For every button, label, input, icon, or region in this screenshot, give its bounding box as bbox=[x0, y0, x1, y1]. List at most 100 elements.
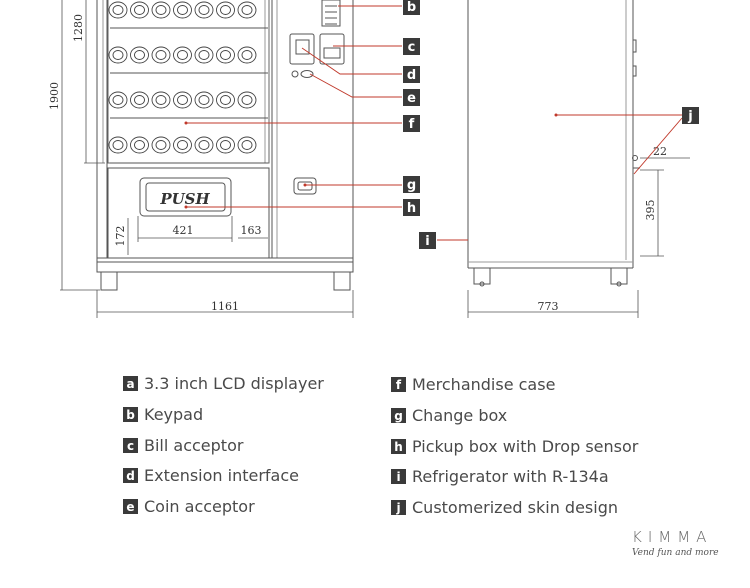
spiral-coil bbox=[151, 91, 171, 109]
callout-j: j bbox=[682, 107, 699, 124]
legend-item-g: g Change box bbox=[391, 406, 507, 425]
legend-badge: g bbox=[391, 408, 406, 423]
svg-text:i: i bbox=[425, 234, 429, 249]
spiral-coil bbox=[130, 136, 149, 154]
legend-badge: d bbox=[123, 468, 138, 483]
dim-width-1161: 1161 bbox=[211, 300, 239, 313]
legend-item-c: c Bill acceptor bbox=[123, 436, 243, 455]
svg-text:f: f bbox=[409, 117, 415, 132]
spiral-coil-inner bbox=[198, 95, 210, 105]
spiral-coil bbox=[237, 1, 257, 19]
spiral-coil bbox=[173, 46, 192, 64]
spiral-coil-inner bbox=[112, 5, 124, 15]
spiral-coil bbox=[216, 1, 235, 19]
svg-text:c: c bbox=[408, 40, 416, 55]
spiral-coil-inner bbox=[241, 5, 253, 15]
legend-badge: i bbox=[391, 469, 406, 484]
change-box-icon bbox=[293, 177, 317, 195]
legend-item-a: a 3.3 inch LCD displayer bbox=[123, 374, 324, 393]
spiral-coil-inner bbox=[177, 95, 188, 105]
callout-h: h bbox=[403, 199, 420, 216]
vending-machine-drawing: PUSH 1900 1280 1161 421 163 172 bbox=[48, 0, 699, 318]
legend-item-f: f Merchandise case bbox=[391, 375, 555, 394]
spiral-coil bbox=[194, 136, 214, 154]
legend-label: Keypad bbox=[144, 405, 204, 424]
spiral-coil bbox=[151, 1, 171, 19]
spiral-coil-inner bbox=[155, 50, 167, 60]
callout-g: g bbox=[403, 176, 420, 193]
spiral-coil-inner bbox=[198, 140, 210, 150]
spiral-coil-inner bbox=[134, 95, 145, 105]
dim-height-1280: 1280 bbox=[72, 14, 85, 42]
brand-tagline: Vend fun and more bbox=[632, 548, 719, 558]
legend-badge: a bbox=[123, 376, 138, 391]
spiral-coil-inner bbox=[155, 140, 167, 150]
keypad-icon bbox=[321, 0, 341, 27]
spiral-coil bbox=[194, 1, 214, 19]
spiral-coil bbox=[216, 136, 235, 154]
dim-pickup-421: 421 bbox=[173, 224, 194, 237]
callout-b: b bbox=[403, 0, 420, 15]
spiral-coil bbox=[237, 136, 257, 154]
spiral-coil-inner bbox=[220, 5, 231, 15]
front-dimensions bbox=[60, 0, 354, 318]
callout-c: c bbox=[403, 38, 420, 55]
legend-badge: b bbox=[123, 407, 138, 422]
brand-name: KIMMA bbox=[632, 528, 713, 546]
legend-badge: c bbox=[123, 438, 138, 453]
legend-item-i: i Refrigerator with R-134a bbox=[391, 467, 609, 486]
spiral-coil-inner bbox=[241, 50, 253, 60]
legend-badge: e bbox=[123, 499, 138, 514]
legend-item-d: d Extension interface bbox=[123, 466, 299, 485]
spiral-coil bbox=[237, 46, 257, 64]
spiral-coil-inner bbox=[112, 140, 124, 150]
spiral-coil bbox=[173, 136, 192, 154]
legend-item-b: b Keypad bbox=[123, 405, 203, 424]
legend-label: Merchandise case bbox=[412, 375, 556, 394]
spiral-coil-inner bbox=[220, 50, 231, 60]
spiral-coil bbox=[237, 91, 257, 109]
spiral-coil bbox=[173, 91, 192, 109]
spiral-coil bbox=[108, 136, 128, 154]
spiral-coil-inner bbox=[112, 95, 124, 105]
spiral-coil-inner bbox=[134, 5, 145, 15]
spiral-coil-inner bbox=[198, 50, 210, 60]
spiral-coil bbox=[173, 1, 192, 19]
legend-label: Extension interface bbox=[144, 466, 299, 485]
legend-label: 3.3 inch LCD displayer bbox=[144, 374, 324, 393]
control-panel bbox=[139, 0, 345, 217]
brand-logo: KIMMA Vend fun and more bbox=[632, 528, 732, 558]
spiral-coil bbox=[151, 46, 171, 64]
callout-e: e bbox=[403, 89, 420, 106]
legend-label: Pickup box with Drop sensor bbox=[412, 437, 639, 456]
spiral-coil-inner bbox=[155, 95, 167, 105]
spiral-coil-inner bbox=[134, 50, 145, 60]
legend-label: Change box bbox=[412, 406, 508, 425]
push-flap bbox=[139, 177, 232, 217]
spiral-coil-inner bbox=[198, 5, 210, 15]
spiral-coil-inner bbox=[220, 140, 231, 150]
callout-f: f bbox=[403, 115, 420, 132]
spiral-coil-inner bbox=[241, 95, 253, 105]
side-view bbox=[467, 0, 640, 287]
legend-label: Customerized skin design bbox=[412, 498, 618, 517]
callout-d: d bbox=[403, 66, 420, 83]
spiral-coil-inner bbox=[220, 95, 231, 105]
svg-text:e: e bbox=[407, 91, 416, 106]
spiral-coil bbox=[108, 1, 128, 19]
spiral-coil bbox=[216, 91, 235, 109]
svg-text:h: h bbox=[407, 201, 416, 216]
dim-height-1900: 1900 bbox=[48, 82, 61, 110]
spiral-coil-inner bbox=[155, 5, 167, 15]
spiral-coil-inner bbox=[177, 50, 188, 60]
spiral-coil-inner bbox=[177, 5, 188, 15]
legend-badge: h bbox=[391, 439, 406, 454]
legend-label: Refrigerator with R-134a bbox=[412, 467, 609, 486]
spiral-coil-inner bbox=[134, 140, 145, 150]
legend-label: Bill acceptor bbox=[144, 436, 244, 455]
leader-lines bbox=[186, 5, 683, 241]
bill-acceptor-icon bbox=[289, 33, 315, 65]
dim-side-395: 395 bbox=[644, 200, 657, 221]
spiral-coil-inner bbox=[112, 50, 124, 60]
legend-badge: j bbox=[391, 500, 406, 515]
